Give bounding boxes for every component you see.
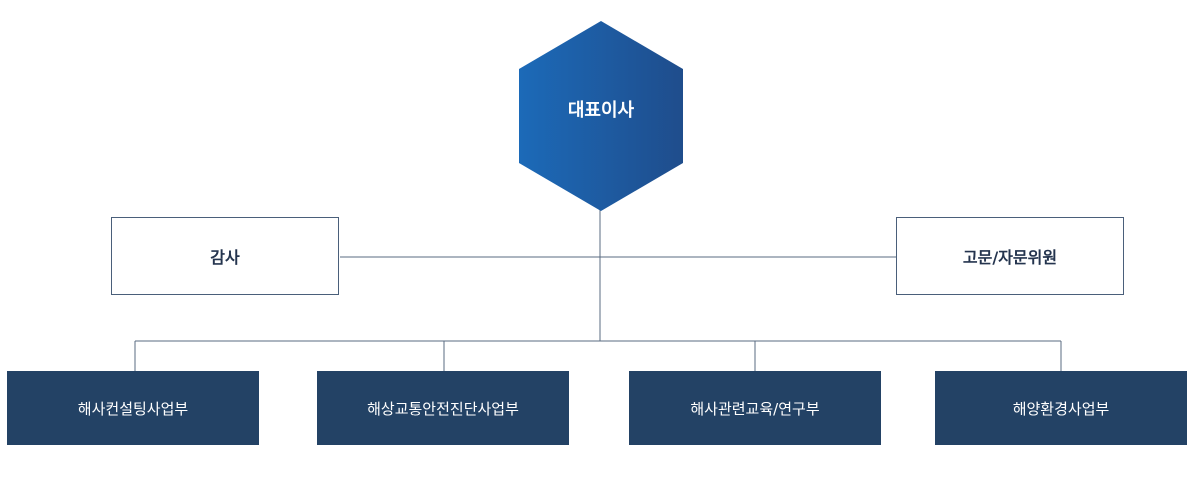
- dept-box-safety: 해상교통안전진단사업부: [317, 371, 569, 445]
- audit-box: 감사: [111, 217, 339, 295]
- dept-label: 해사컨설팅사업부: [77, 399, 189, 418]
- audit-label: 감사: [210, 248, 240, 267]
- root-label: 대표이사: [567, 100, 635, 121]
- dept-label: 해양환경사업부: [1012, 399, 1110, 418]
- advisor-box: 고문/자문위원: [896, 217, 1124, 295]
- dept-box-environment: 해양환경사업부: [935, 371, 1187, 445]
- dept-label: 해상교통안전진단사업부: [367, 399, 519, 418]
- root-hexagon: [519, 21, 683, 211]
- dept-box-consulting: 해사컨설팅사업부: [7, 371, 259, 445]
- advisor-label: 고문/자문위원: [962, 248, 1058, 267]
- dept-label: 해사관련교육/연구부: [690, 399, 820, 418]
- dept-box-education: 해사관련교육/연구부: [629, 371, 881, 445]
